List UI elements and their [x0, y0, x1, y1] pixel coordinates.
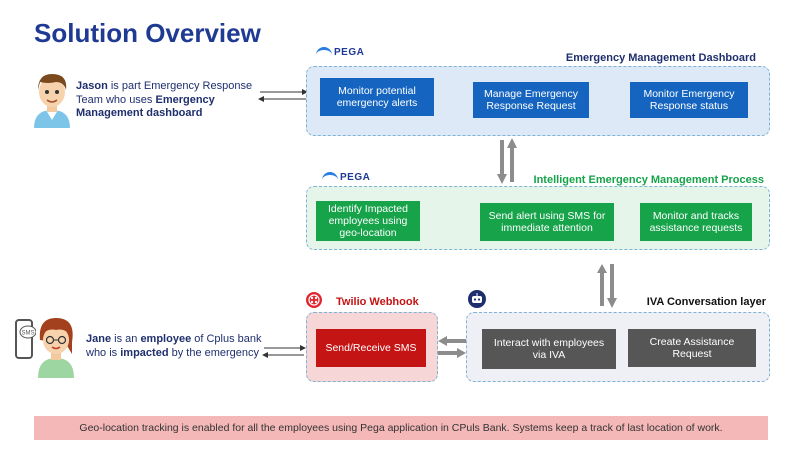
- dashboard-process-arrows: [497, 138, 517, 184]
- jason-description: Jason is part Emergency Response Team wh…: [76, 80, 276, 121]
- dashboard-box-3: Monitor Emergency Response status: [630, 82, 748, 118]
- robot-icon: [468, 290, 486, 308]
- jason-text: is part Emergency Response Team who uses: [76, 80, 253, 106]
- footer-note: Geo-location tracking is enabled for all…: [34, 416, 768, 440]
- jane-text-1: is an: [111, 333, 141, 345]
- pega-label: PEGA: [340, 172, 371, 184]
- jason-name: Jason: [76, 80, 108, 92]
- pega-logo-dashboard: PEGA: [316, 47, 364, 58]
- jason-dashboard-arrows: [258, 89, 308, 102]
- process-title: Intelligent Emergency Management Process: [533, 174, 764, 186]
- jane-bold-2: impacted: [120, 346, 169, 359]
- jane-twilio-arrows: [262, 345, 306, 358]
- pega-logo-icon: [322, 172, 338, 183]
- jane-text-3: by the emergency: [168, 346, 260, 359]
- twilio-box: Send/Receive SMS: [316, 329, 426, 367]
- twilio-iva-arrows: [438, 336, 466, 358]
- phone-sms-icon: SMS: [15, 319, 36, 359]
- jane-description: Jane is an employee of Cplus bank who is…: [86, 333, 270, 360]
- pega-logo-icon: [316, 47, 332, 58]
- process-box-3: Monitor and tracks assistance requests: [640, 203, 752, 241]
- jason-avatar-icon: [34, 74, 70, 128]
- process-box-1: Identify Impacted employees using geo-lo…: [316, 201, 420, 241]
- twilio-title: Twilio Webhook: [336, 296, 419, 308]
- jason-text-bold: Emergency Management dashboard: [76, 93, 215, 120]
- iva-title: IVA Conversation layer: [646, 296, 766, 308]
- dashboard-box-2: Manage Emergency Response Request: [473, 82, 589, 118]
- process-box-2: Send alert using SMS for immediate atten…: [480, 203, 614, 241]
- twilio-logo-icon: [306, 292, 322, 308]
- svg-text:SMS: SMS: [21, 331, 34, 337]
- page-title: Solution Overview: [34, 18, 261, 48]
- jane-bold-1: employee: [140, 333, 192, 345]
- iva-box-1: Interact with employees via IVA: [482, 329, 616, 369]
- jane-avatar-icon: [38, 318, 74, 378]
- pega-label: PEGA: [334, 47, 365, 59]
- jane-name: Jane: [86, 333, 112, 345]
- dashboard-box-1: Monitor potential emergency alerts: [320, 78, 434, 116]
- process-iva-arrows: [597, 264, 617, 308]
- iva-box-2: Create Assistance Request: [628, 329, 756, 367]
- pega-logo-process: PEGA: [322, 172, 370, 183]
- jane-text-2: of Cplus bank who is: [86, 333, 262, 359]
- dashboard-title: Emergency Management Dashboard: [565, 52, 756, 64]
